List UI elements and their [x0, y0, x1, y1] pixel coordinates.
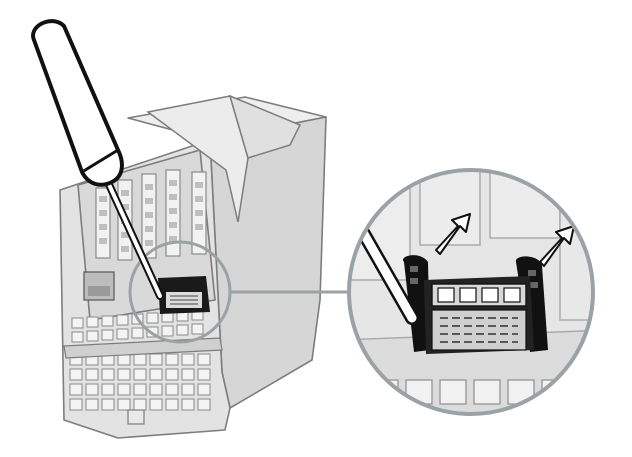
zoom-terminal-block — [424, 276, 534, 354]
column-slots — [99, 180, 203, 252]
release-arrow-icon-right — [539, 225, 575, 267]
screwdriver-icon — [31, 19, 164, 300]
bottom-latch — [127, 409, 145, 425]
left-connector — [83, 271, 115, 301]
front-grille-upper — [71, 309, 204, 343]
zoom-screwdriver-shaft — [349, 213, 419, 325]
hinged-cover — [146, 94, 302, 223]
release-arrow-icon — [435, 213, 471, 255]
magnifier-callout-icon — [347, 168, 595, 416]
terminal-block-connector — [158, 276, 210, 314]
zoom-release-lever-left — [402, 255, 430, 352]
front-grille-lower — [69, 353, 211, 411]
